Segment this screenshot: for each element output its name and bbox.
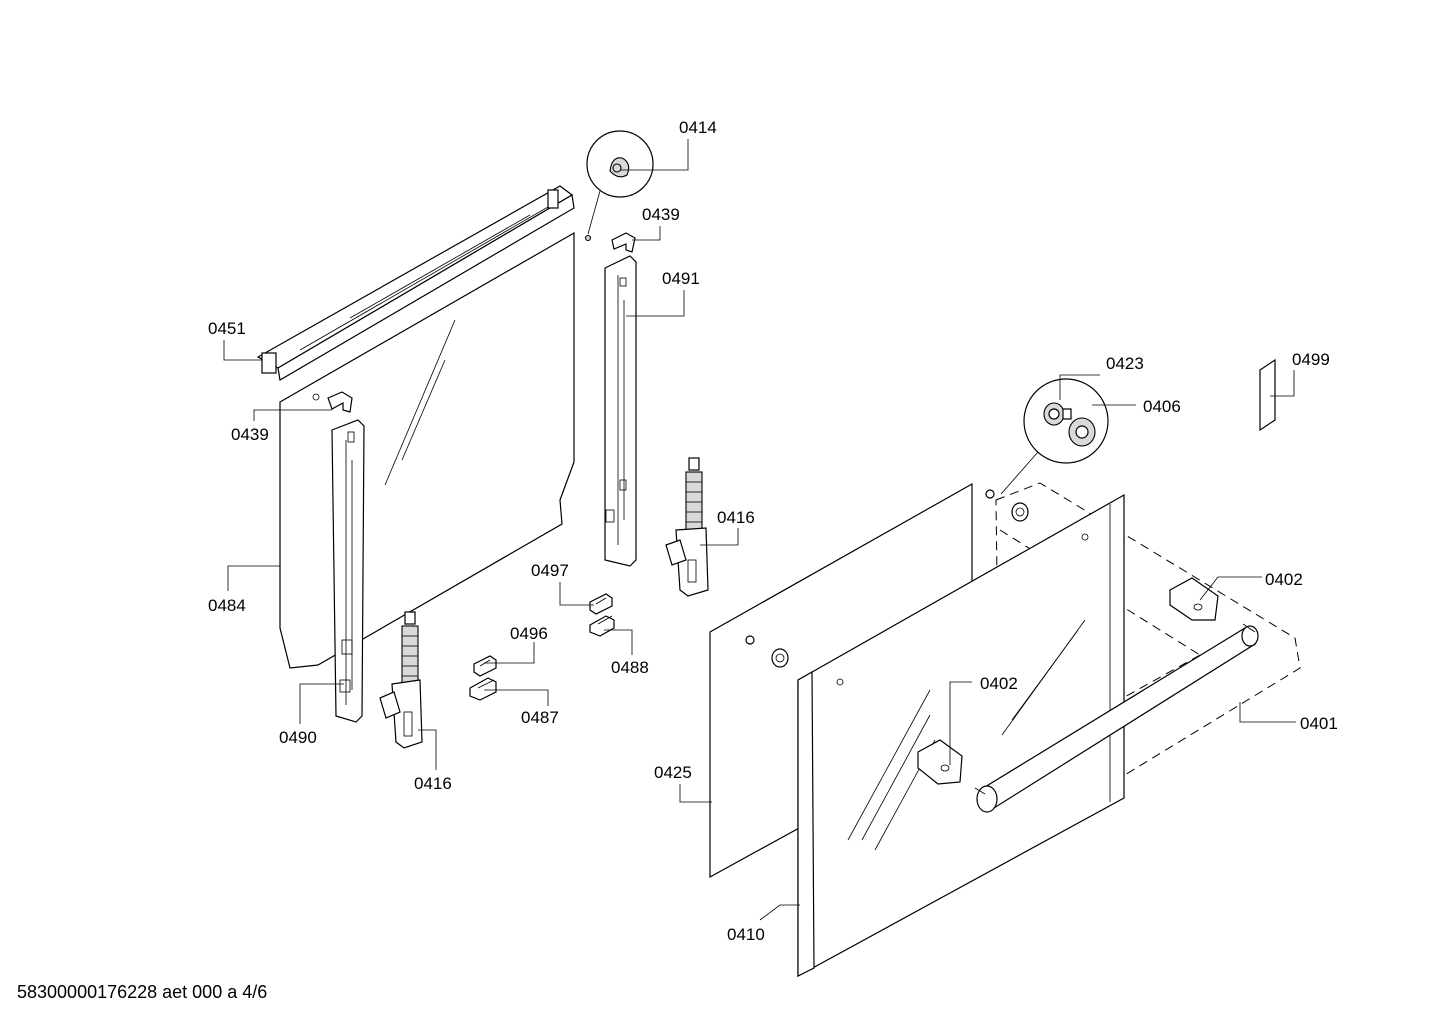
callout-0499: 0499 bbox=[1292, 350, 1330, 369]
callout-0423: 0423 bbox=[1106, 354, 1144, 373]
callout-0439-right: 0439 bbox=[642, 205, 680, 224]
callout-0414: 0414 bbox=[679, 118, 717, 137]
part-0401-handle-bar bbox=[974, 623, 1259, 813]
callout-0496: 0496 bbox=[510, 624, 548, 643]
part-0496-clip bbox=[473, 655, 497, 677]
part-0490-door-rail-left bbox=[331, 419, 365, 723]
document-id: 58300000176228 aet 000 a 4/6 bbox=[17, 982, 268, 1002]
part-0451-top-trim bbox=[256, 185, 575, 381]
callout-0487: 0487 bbox=[521, 708, 559, 727]
part-0487-bracket bbox=[469, 677, 497, 701]
callout-0410: 0410 bbox=[727, 925, 765, 944]
part-0488-bracket bbox=[589, 615, 615, 637]
callout-0497: 0497 bbox=[531, 561, 569, 580]
callout-0402-lower: 0402 bbox=[980, 674, 1018, 693]
leader-lines bbox=[223, 139, 1296, 921]
part-0416-hinge-lower bbox=[379, 611, 423, 749]
callout-0488: 0488 bbox=[611, 658, 649, 677]
callout-0401: 0401 bbox=[1300, 714, 1338, 733]
part-0439-rail-cap-right bbox=[611, 232, 636, 253]
callout-0439-left: 0439 bbox=[231, 425, 269, 444]
callout-0402-upper: 0402 bbox=[1265, 570, 1303, 589]
part-0499-label-sticker bbox=[1259, 358, 1276, 432]
callout-0406: 0406 bbox=[1143, 397, 1181, 416]
callout-0451: 0451 bbox=[208, 319, 246, 338]
part-0423-0406-detail bbox=[1000, 378, 1109, 495]
callout-0490: 0490 bbox=[279, 728, 317, 747]
part-0497-clip bbox=[589, 593, 613, 615]
part-0416-hinge-upper bbox=[665, 457, 709, 597]
callout-0416-lower: 0416 bbox=[414, 774, 452, 793]
part-0439-rail-cap-left bbox=[327, 391, 353, 413]
callout-0416-upper: 0416 bbox=[717, 508, 755, 527]
callout-labels: 0414 0439 0491 0451 0439 0423 0499 0406 … bbox=[208, 118, 1338, 944]
part-glass-spacer bbox=[771, 502, 1029, 668]
part-0410-outer-door-panel bbox=[797, 493, 1125, 978]
part-0402-handle-mount-upper bbox=[1169, 577, 1219, 621]
part-0491-door-rail-right bbox=[604, 255, 637, 567]
callout-0491: 0491 bbox=[662, 269, 700, 288]
part-0402-handle-mount-lower bbox=[917, 739, 963, 785]
part-0484-inner-glass bbox=[279, 231, 575, 669]
part-0414-clip-detail bbox=[584, 130, 654, 242]
callout-0484: 0484 bbox=[208, 596, 246, 615]
callout-0425: 0425 bbox=[654, 763, 692, 782]
